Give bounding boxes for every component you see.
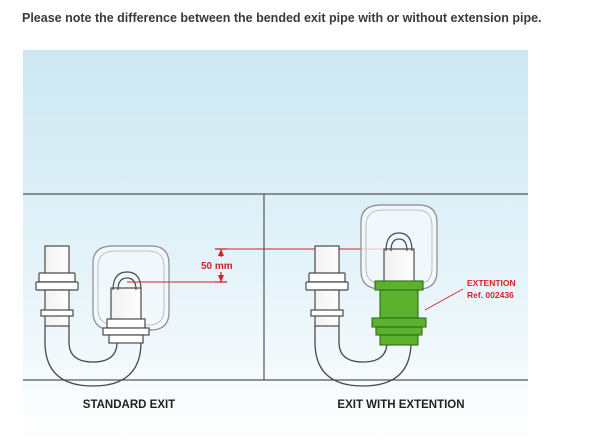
extension-piece bbox=[371, 280, 427, 346]
standard-exit-assembly bbox=[35, 245, 170, 387]
standard-exit-caption: STANDARD EXIT bbox=[83, 399, 175, 411]
extension-reference: Ref. 002436 bbox=[467, 290, 514, 300]
page-heading: Please note the difference between the b… bbox=[22, 11, 542, 25]
extension-label: EXTENTION bbox=[467, 278, 516, 288]
diagram-background bbox=[23, 50, 528, 443]
extension-exit-assembly bbox=[305, 204, 438, 387]
pipe-comparison-diagram: 50 mm EXTENTION Ref. 002436 STANDARD EXI… bbox=[23, 50, 528, 443]
extension-exit-caption: EXIT WITH EXTENTION bbox=[337, 399, 464, 411]
dimension-label: 50 mm bbox=[201, 261, 233, 272]
extension-callout bbox=[424, 288, 464, 311]
